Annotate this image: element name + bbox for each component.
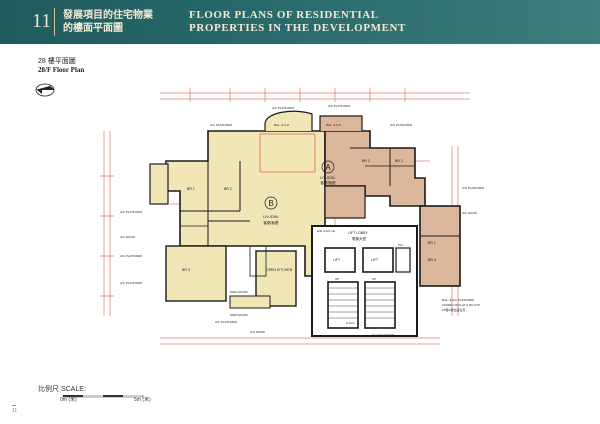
stair-up-label-2: UP — [372, 277, 376, 281]
pd-label: P.D. — [398, 243, 404, 247]
bal-label-b: BAL. & U.P. — [274, 123, 290, 127]
scale-bar — [62, 395, 144, 398]
ac-hood-callout: A/C HOOD — [120, 235, 136, 239]
ac-hood-callout-bottom: A/C HOOD — [250, 330, 266, 334]
title-cn-line-2: 的樓面平面圖 — [63, 23, 123, 34]
room-br2-label: BR 2 — [224, 187, 232, 191]
stair-up-label-1: UP — [335, 277, 339, 281]
balconies: BAL. & U.P. BAL. & U.P. A/C PLATFORM A/C… — [264, 104, 363, 131]
page-accent-line — [12, 405, 16, 406]
ac-platform-callout-left-2: A/C PLATFORM — [120, 254, 142, 258]
open-kitchen-label: OPEN KITCHEN — [266, 268, 293, 272]
maid-room-label: MAID ROOM — [230, 290, 248, 294]
title-en-line-1: FLOOR PLANS OF RESIDENTIAL — [189, 9, 379, 21]
unit-b-liv-label: LIV./DIN. — [263, 214, 279, 219]
unit-a: A LIV./DIN. 客廳/飯廳 BR 2 BR 3 BR 1 BR 4 — [320, 130, 461, 287]
lift-1-label: LIFT — [333, 258, 341, 262]
unit-b-letter: B — [268, 199, 273, 208]
ac-hood-callout-right: A/C HOOD — [462, 211, 478, 215]
title-en-line-2: PROPERTIES IN THE DEVELOPMENT — [189, 22, 406, 34]
room-br3-a-label: BR 3 — [395, 159, 403, 163]
north-arrow-icon — [35, 83, 55, 97]
room-br1-label: BR 1 — [187, 187, 195, 191]
hr-label: H/R & A/C HL — [317, 229, 336, 233]
title-cn-line-1: 發展項目的住宅物業 — [63, 10, 153, 21]
section-number: 11 — [32, 10, 52, 32]
lift-lobby-cn-label: 電梯大堂 — [352, 236, 366, 241]
room-br2-a-label: BR 2 — [362, 159, 370, 163]
core: LIFT LOBBY 電梯大堂 LIFT LIFT H/R & A/C HL U… — [311, 225, 418, 337]
callouts: A/C PLATFORM A/C HOOD A/C PLATFORM A/C P… — [120, 123, 484, 337]
ac-platform-callout-bottom: A/C PLATFORM — [215, 320, 237, 324]
unit-a-liv-cn: 客廳/飯廳 — [321, 180, 336, 185]
el-ducts-label: EL & ELV DUCT — [372, 333, 394, 337]
lift-2-label: LIFT — [371, 258, 379, 262]
ac-platform-callout-left: A/C PLATFORM — [120, 210, 142, 214]
floor-label-cn: 28 樓平面圖 — [38, 58, 76, 65]
ac-platform-callout-top: A/C PLATFORM — [210, 123, 232, 127]
ac-platform-callout-left-3: A/C PLATFORM — [120, 281, 142, 285]
scale-label: 比例尺 SCALE: — [38, 386, 86, 393]
floor-plan-diagram: B LIV./DIN. 客廳/飯廳 BR 1 BR 2 BR 3 OPEN KI… — [100, 88, 484, 345]
room-br3-label: BR 3 — [182, 268, 190, 272]
cmc-label: C.M.C. — [346, 321, 355, 325]
room-br1-a-label: BR 1 — [428, 241, 436, 245]
unit-b: B LIV./DIN. 客廳/飯廳 BR 1 BR 2 BR 3 OPEN KI… — [149, 130, 326, 317]
title-english: FLOOR PLANS OF RESIDENTIAL PROPERTIES IN… — [189, 9, 406, 35]
maid-room-label-2: MAID ROOM — [230, 313, 248, 317]
page-number: 11 — [12, 408, 18, 414]
unit-a-liv-label: LIV./DIN. — [320, 175, 336, 180]
header-divider — [54, 8, 55, 36]
bal-label-a: BAL. & U.P. — [326, 123, 342, 127]
floor-label-en: 28/F Floor Plan — [38, 66, 85, 74]
lift-lobby-label: LIFT LOBBY — [348, 231, 368, 235]
ac-platform-callout-right: A/C PLATFORM — [462, 186, 484, 190]
title-chinese: 發展項目的住宅物業 的樓面平面圖 — [63, 9, 153, 35]
scale-end-label: 5m (米) — [134, 397, 151, 403]
room-br4-a-label: BR 4 — [428, 258, 436, 262]
ac-platform-callout-top-right: A/C PLATFORM — [390, 123, 412, 127]
ac-platform-label-2: A/C PLATFORM — [328, 104, 350, 108]
unit-a-letter: A — [325, 163, 331, 172]
scale-start-label: 0m (米) — [60, 397, 77, 403]
bal-ac-note-line1: BAL. & A/C PLATFORM — [442, 298, 474, 302]
bal-ac-note-line3: 27樓A單位露台及 — [442, 307, 465, 312]
header-band: 11 發展項目的住宅物業 的樓面平面圖 FLOOR PLANS OF RESID… — [0, 0, 600, 44]
unit-b-liv-cn: 客廳/飯廳 — [264, 220, 279, 225]
bal-ac-note-line2: COVER OF FLAT A ON 27/F — [442, 303, 480, 307]
ac-platform-label-1: A/C PLATFORM — [272, 106, 294, 110]
